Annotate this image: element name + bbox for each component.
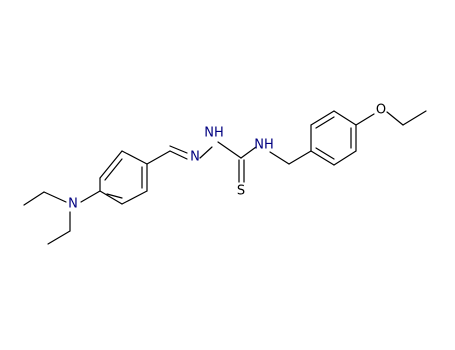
- amine-nitrogen-label: N: [68, 197, 78, 212]
- ethoxy-group: O: [355, 103, 427, 126]
- ether-oxygen-label: O: [376, 103, 386, 118]
- diethylamino-group: N: [23, 190, 101, 245]
- thiourea-group: S NH: [217, 138, 274, 199]
- benzyl-linker: [269, 150, 312, 165]
- right-benzene-ring: [310, 110, 357, 166]
- thione-sulfur-label: S: [237, 184, 245, 199]
- thioamide-nh-label: NH: [254, 138, 274, 153]
- hydrazone-linker: N NH: [146, 126, 224, 165]
- hydrazine-nh-label: NH: [204, 126, 224, 141]
- left-benzene-ring: [99, 150, 148, 205]
- imine-nitrogen-label: N: [190, 150, 200, 165]
